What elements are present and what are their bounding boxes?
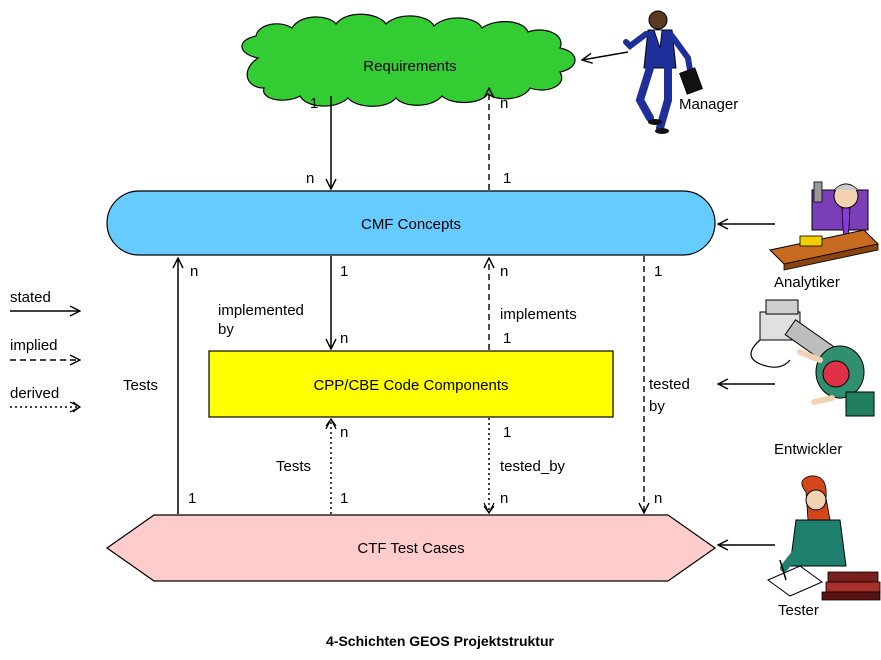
arrow-req-to-concepts-src: 1: [310, 95, 318, 112]
tests-hexagon: [105, 514, 717, 582]
arrow-concepts-to-code-text-1: implemented: [218, 302, 304, 319]
code-box: [208, 350, 614, 418]
arrow-concepts-to-tests-text-1: tested: [649, 376, 690, 393]
arrow-manager-to-requirements: [582, 51, 629, 60]
role-manager-label: Manager: [679, 96, 738, 113]
arrow-tests-to-concepts-dst: n: [190, 263, 198, 280]
legend-derived-label: derived: [10, 385, 59, 402]
arrow-concepts-to-tests-src: 1: [654, 263, 662, 280]
arrow-concepts-to-req-src: 1: [503, 170, 511, 187]
arrow-concepts-to-req-dst: n: [500, 95, 508, 112]
code-layer: CPP/CBE Code Components: [208, 350, 614, 418]
arrow-concepts-to-code-src: 1: [340, 263, 348, 280]
role-developer-label: Entwickler: [774, 441, 842, 458]
legend-implied-label: implied: [10, 337, 58, 354]
tests-label: CTF Test Cases: [357, 540, 464, 557]
diagram-title: 4-Schichten GEOS Projektstruktur: [326, 633, 554, 649]
legend-stated-label: stated: [10, 289, 51, 306]
businessman-icon: [623, 10, 703, 134]
arrow-tests-to-code-src: 1: [340, 490, 348, 507]
arrow-code-to-concepts-text: implements: [500, 306, 577, 323]
arrow-tests-to-code-text: Tests: [276, 458, 311, 475]
analyst-at-desk-icon: [768, 181, 880, 271]
requirements-label: Requirements: [363, 58, 456, 75]
arrow-code-to-concepts-src: 1: [503, 330, 511, 347]
tester-writing-icon: [767, 475, 881, 601]
code-label: CPP/CBE Code Components: [313, 377, 508, 394]
legend: stated implied derived: [10, 289, 80, 407]
developer-at-computer-icon: [750, 299, 875, 417]
arrow-concepts-to-code-dst: n: [340, 330, 348, 347]
concepts-box: [106, 190, 716, 256]
concepts-layer: CMF Concepts: [106, 190, 716, 256]
arrow-concepts-to-code-text-2: by: [218, 321, 234, 338]
arrow-code-to-concepts-dst: n: [500, 263, 508, 280]
arrow-code-to-tests-src: 1: [503, 424, 511, 441]
arrow-concepts-to-tests-text-2: by: [649, 398, 665, 415]
arrow-code-to-tests-dst: n: [500, 490, 508, 507]
requirements-layer: Requirements: [241, 13, 576, 107]
arrow-code-to-tests-text: tested_by: [500, 458, 566, 475]
concepts-label: CMF Concepts: [361, 216, 461, 233]
arrow-tests-to-code-dst: n: [340, 424, 348, 441]
role-analyst-label: Analytiker: [774, 274, 840, 291]
arrow-req-to-concepts-dst: n: [306, 170, 314, 187]
arrow-tests-to-concepts-src: 1: [188, 490, 196, 507]
requirements-cloud: [241, 13, 576, 107]
arrow-tests-to-concepts-text: Tests: [123, 377, 158, 394]
arrow-concepts-to-tests-dst: n: [654, 490, 662, 507]
tests-layer: CTF Test Cases: [105, 514, 717, 582]
role-tester-label: Tester: [778, 602, 819, 619]
